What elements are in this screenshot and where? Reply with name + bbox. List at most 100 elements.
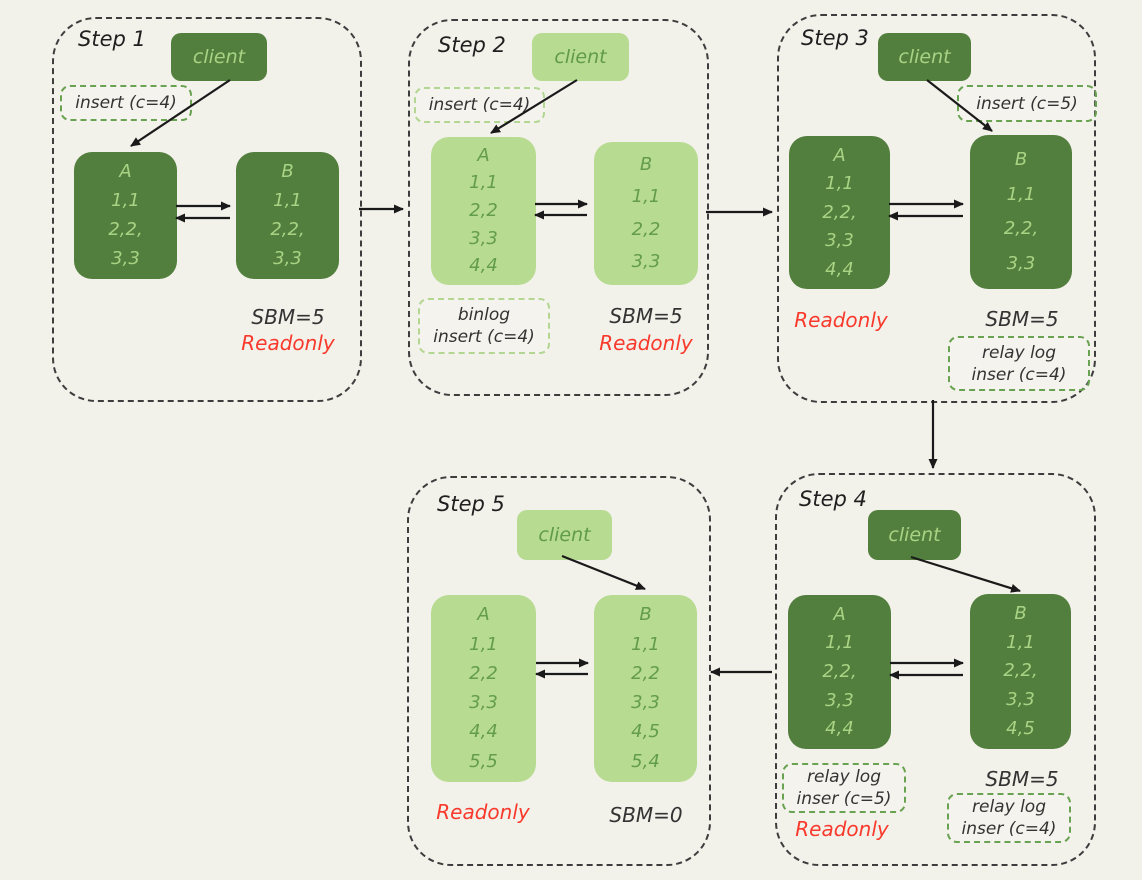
node-row: 1,1 <box>469 172 498 194</box>
node-title: A <box>119 161 132 182</box>
step-1-title: Step 1 <box>78 27 146 51</box>
node-row: 4,4 <box>469 255 498 277</box>
node-row: 2,2, <box>1003 660 1038 682</box>
step-2-sbm-label: SBM=5 <box>609 304 683 328</box>
step-5-container: Step 5 client A 1,1 2,2 3,3 4,4 5,5 B 1,… <box>407 476 711 866</box>
step-3-node-b: B 1,1 2,2, 3,3 <box>970 135 1072 289</box>
step-2-binlog-label: binlog insert (c=4) <box>418 298 550 354</box>
node-title: B <box>639 154 653 176</box>
step-3-relay-log-label: relay log inser (c=4) <box>948 336 1090 391</box>
step-1-sbm-label: SBM=5 <box>251 305 325 329</box>
node-title: B <box>639 604 652 626</box>
node-row: 4,4 <box>825 718 854 740</box>
node-row: 3,3 <box>469 692 498 714</box>
node-row: 4,5 <box>1006 718 1035 740</box>
node-row: 4,4 <box>469 721 498 743</box>
node-row: 1,1 <box>111 190 140 211</box>
node-row: 1,1 <box>469 633 498 655</box>
step-5-node-a: A 1,1 2,2 3,3 4,4 5,5 <box>431 595 536 782</box>
step-1-node-b: B 1,1 2,2, 3,3 <box>236 152 339 279</box>
node-row: 2,2 <box>469 662 498 684</box>
node-row: 2,2 <box>631 218 661 240</box>
node-title: A <box>477 144 490 166</box>
node-row: 4,5 <box>631 721 660 743</box>
node-title: B <box>1014 602 1027 624</box>
step-4-readonly-label: Readonly <box>795 817 889 841</box>
step-2-node-a: A 1,1 2,2 3,3 4,4 <box>431 137 536 285</box>
step-4-title: Step 4 <box>799 487 867 511</box>
node-title: A <box>833 603 846 625</box>
node-row: 1,1 <box>273 190 302 211</box>
step-5-sbm-label: SBM=0 <box>609 803 683 827</box>
node-row: 3,3 <box>825 689 854 711</box>
relay-log-label-line2: inser (c=4) <box>961 819 1057 839</box>
node-row: 4,4 <box>825 258 854 280</box>
node-row: 2,2, <box>270 219 305 240</box>
step-2-insert-label-text: insert (c=4) <box>428 95 531 115</box>
binlog-label-line2: insert (c=4) <box>433 327 535 347</box>
step-4-sbm-label: SBM=5 <box>985 767 1059 791</box>
node-row: 5,5 <box>469 750 498 772</box>
step-4-client-box: client <box>868 510 961 560</box>
step-3-insert-label: insert (c=5) <box>957 85 1097 122</box>
step-5-title: Step 5 <box>437 492 505 516</box>
step-2-client-box: client <box>532 33 629 81</box>
node-title: B <box>281 161 294 182</box>
node-row: 3,3 <box>111 248 140 269</box>
step-1-readonly-label: Readonly <box>241 331 335 355</box>
node-row: 2,2, <box>108 219 143 240</box>
step-2-readonly-label: Readonly <box>599 331 693 355</box>
step-1-insert-label-text: insert (c=4) <box>75 93 177 113</box>
node-title: B <box>1014 149 1028 171</box>
relay-log-label-line2: inser (c=4) <box>971 364 1067 385</box>
node-row: 2,2, <box>822 201 857 223</box>
step-3-client-box: client <box>878 33 971 81</box>
node-row: 1,1 <box>825 632 854 654</box>
step-2-node-b: B 1,1 2,2 3,3 <box>594 142 698 285</box>
node-row: 3,3 <box>631 250 661 272</box>
node-row: 1,1 <box>631 633 660 655</box>
step-3-readonly-label: Readonly <box>794 308 888 332</box>
relay-log-label-line1: relay log <box>972 797 1046 817</box>
step-3-title: Step 3 <box>801 26 869 50</box>
step-5-readonly-label: Readonly <box>436 800 530 824</box>
step-4-relay-log-a-label: relay log inser (c=5) <box>782 763 906 813</box>
node-row: 1,1 <box>1006 183 1036 205</box>
node-row: 3,3 <box>1006 689 1035 711</box>
node-row: 1,1 <box>1006 631 1035 653</box>
step-4-relay-log-b-label: relay log inser (c=4) <box>947 793 1071 843</box>
relay-log-label-line1: relay log <box>807 767 881 787</box>
node-row: 5,4 <box>631 750 660 772</box>
node-row: 1,1 <box>825 173 854 194</box>
step-1-client-box: client <box>171 33 267 81</box>
step-3-node-a: A 1,1 2,2, 3,3 4,4 <box>789 136 890 289</box>
step-3-sbm-label: SBM=5 <box>985 307 1059 331</box>
relay-log-label-line1: relay log <box>982 342 1056 363</box>
node-row: 2,2 <box>631 662 660 684</box>
step-5-client-box: client <box>517 510 612 560</box>
node-title: A <box>833 144 846 166</box>
step-4-container: Step 4 client A 1,1 2,2, 3,3 4,4 B 1,1 2… <box>775 473 1096 866</box>
binlog-label-line1: binlog <box>457 305 511 325</box>
node-row: 3,3 <box>1006 252 1036 274</box>
step-5-node-b: B 1,1 2,2 3,3 4,5 5,4 <box>594 595 697 782</box>
step-3-container: Step 3 client insert (c=5) A 1,1 2,2, 3,… <box>777 14 1097 403</box>
step-3-insert-label-text: insert (c=5) <box>976 93 1078 114</box>
node-title: A <box>477 604 490 626</box>
step-2-container: Step 2 client insert (c=4) A 1,1 2,2 3,3… <box>408 19 709 396</box>
node-row: 3,3 <box>825 230 854 251</box>
node-row: 2,2, <box>822 660 857 682</box>
step-1-node-a: A 1,1 2,2, 3,3 <box>74 152 177 279</box>
step-4-node-a: A 1,1 2,2, 3,3 4,4 <box>788 595 891 749</box>
step-2-title: Step 2 <box>438 33 506 57</box>
node-row: 3,3 <box>631 692 660 714</box>
node-row: 3,3 <box>469 227 498 249</box>
step-1-container: Step 1 client insert (c=4) A 1,1 2,2, 3,… <box>52 17 362 402</box>
step-4-node-b: B 1,1 2,2, 3,3 4,5 <box>970 594 1071 749</box>
node-row: 1,1 <box>631 186 661 208</box>
relay-log-label-line2: inser (c=5) <box>796 789 892 809</box>
node-row: 3,3 <box>273 248 302 269</box>
node-row: 2,2 <box>469 199 498 221</box>
step-1-insert-label: insert (c=4) <box>60 85 192 121</box>
